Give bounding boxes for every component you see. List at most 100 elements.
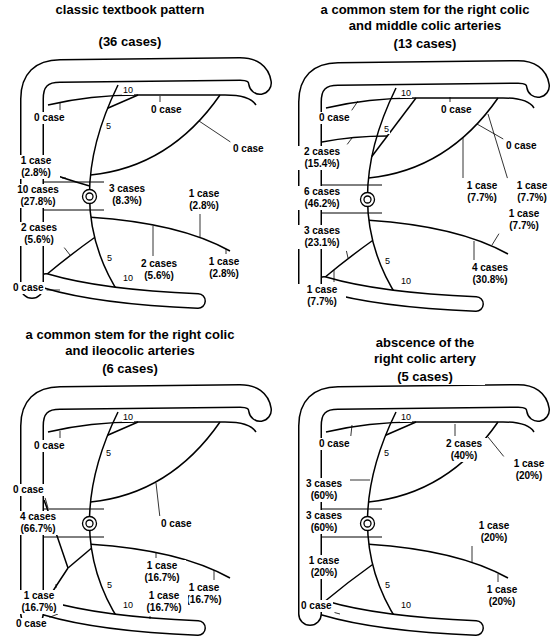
artery-line — [369, 544, 508, 578]
leader-line — [346, 251, 348, 258]
scale-number: 5 — [384, 256, 391, 266]
case-count: 1 case (2.8%) — [180, 188, 228, 212]
artery-group — [44, 85, 256, 295]
artery-line — [89, 412, 120, 622]
scale-number: 5 — [383, 448, 390, 458]
case-count: 1 case (2.8%) — [200, 256, 248, 280]
bracket-line — [44, 509, 104, 510]
leader-line — [352, 101, 358, 110]
leader-line — [45, 498, 48, 508]
leader-line — [60, 431, 61, 438]
colon-fill — [310, 396, 538, 614]
leader-line — [49, 614, 58, 617]
artery-line — [367, 412, 398, 622]
case-count: 0 case — [15, 618, 48, 630]
artery-line — [367, 88, 398, 298]
case-count: 1 case (7.7%) — [508, 180, 556, 204]
artery-line — [108, 422, 138, 435]
origin-circle — [361, 517, 375, 531]
case-count: 1 case (20%) — [478, 584, 526, 608]
artery-line — [138, 422, 256, 432]
case-count: 1 case (7.7%) — [298, 284, 346, 308]
artery-line — [386, 422, 416, 435]
case-count: 0 case — [318, 112, 351, 124]
case-count: 1 case (2.8%) — [12, 155, 60, 179]
leader-line — [47, 290, 60, 291]
scale-number: 10 — [122, 273, 134, 283]
case-count: 1 case (20%) — [470, 520, 518, 544]
scale-number: 10 — [400, 88, 412, 98]
scale-number: 5 — [105, 448, 112, 458]
origin-circle — [364, 196, 371, 203]
case-count: 1 case (7.7%) — [500, 208, 548, 232]
scale-number: 5 — [106, 253, 113, 263]
origin-marker — [361, 193, 375, 207]
artery-line — [369, 98, 499, 178]
leader-line — [226, 249, 227, 254]
case-count: 3 cases (23.1%) — [298, 225, 346, 249]
colon-fill — [310, 72, 538, 290]
artery-line — [48, 422, 138, 432]
artery-group — [322, 88, 534, 298]
colon-fill — [32, 396, 260, 614]
leader-line — [477, 124, 503, 139]
leader-line — [347, 138, 352, 144]
bracket-line — [44, 182, 104, 183]
artery-line — [91, 217, 230, 251]
case-count: 1 case (20%) — [505, 458, 553, 482]
case-count: 1 case (20%) — [300, 555, 348, 579]
case-count: 4 cases (66.7%) — [14, 511, 62, 535]
leader-line — [488, 437, 504, 456]
origin-circle — [86, 193, 93, 200]
artery-group — [44, 412, 256, 622]
scale-number: 10 — [400, 600, 412, 610]
artery-group — [324, 412, 534, 622]
leader-line — [60, 102, 61, 110]
case-count: 10 cases (27.8%) — [14, 184, 62, 208]
case-count: 0 case — [12, 282, 45, 294]
case-count: 0 case — [505, 140, 538, 152]
case-count: 0 case — [12, 484, 45, 496]
case-count: 0 case — [150, 104, 183, 116]
scale-number: 5 — [383, 124, 390, 134]
colon-panel — [32, 69, 260, 301]
case-count: 2 cases (5.6%) — [135, 258, 183, 282]
panel-title: classic textbook pattern — [5, 2, 255, 18]
artery-line — [326, 98, 416, 108]
case-count: 0 case — [300, 600, 333, 612]
colon-outline — [310, 72, 538, 290]
ileum-fill — [324, 284, 476, 304]
scale-number: 5 — [106, 580, 113, 590]
case-count: 4 cases (30.8%) — [466, 262, 514, 286]
case-count: 3 cases (8.3%) — [103, 183, 151, 207]
colon-outline — [310, 396, 538, 614]
case-total: (5 cases) — [365, 369, 485, 385]
case-count: 2 cases (40%) — [440, 438, 488, 462]
origin-circle — [361, 193, 375, 207]
leader-line — [56, 584, 57, 588]
leader-line — [153, 226, 154, 256]
case-count: 1 case (7.7%) — [458, 180, 506, 204]
case-count: 3 cases (60%) — [300, 478, 348, 502]
case-count: 1 case (16.7%) — [15, 590, 63, 614]
leader-line — [156, 483, 160, 516]
leader-line — [350, 480, 370, 481]
artery-line — [68, 548, 91, 568]
case-count: 3 cases (60%) — [300, 510, 348, 534]
scale-number: 10 — [400, 412, 412, 422]
leader-line — [335, 613, 340, 614]
case-count: 0 case — [160, 518, 193, 530]
colon-fill — [32, 69, 260, 287]
artery-line — [416, 422, 534, 432]
leader-line — [492, 234, 499, 245]
origin-marker — [361, 517, 375, 531]
artery-line — [369, 220, 508, 254]
bracket-line — [322, 213, 382, 214]
leader-line — [200, 214, 201, 237]
origin-marker — [83, 190, 97, 204]
ileum-outline — [324, 284, 476, 304]
artery-line — [91, 422, 221, 502]
ileum-outline — [46, 281, 198, 301]
case-count: 1 case (16.7%) — [138, 560, 186, 584]
